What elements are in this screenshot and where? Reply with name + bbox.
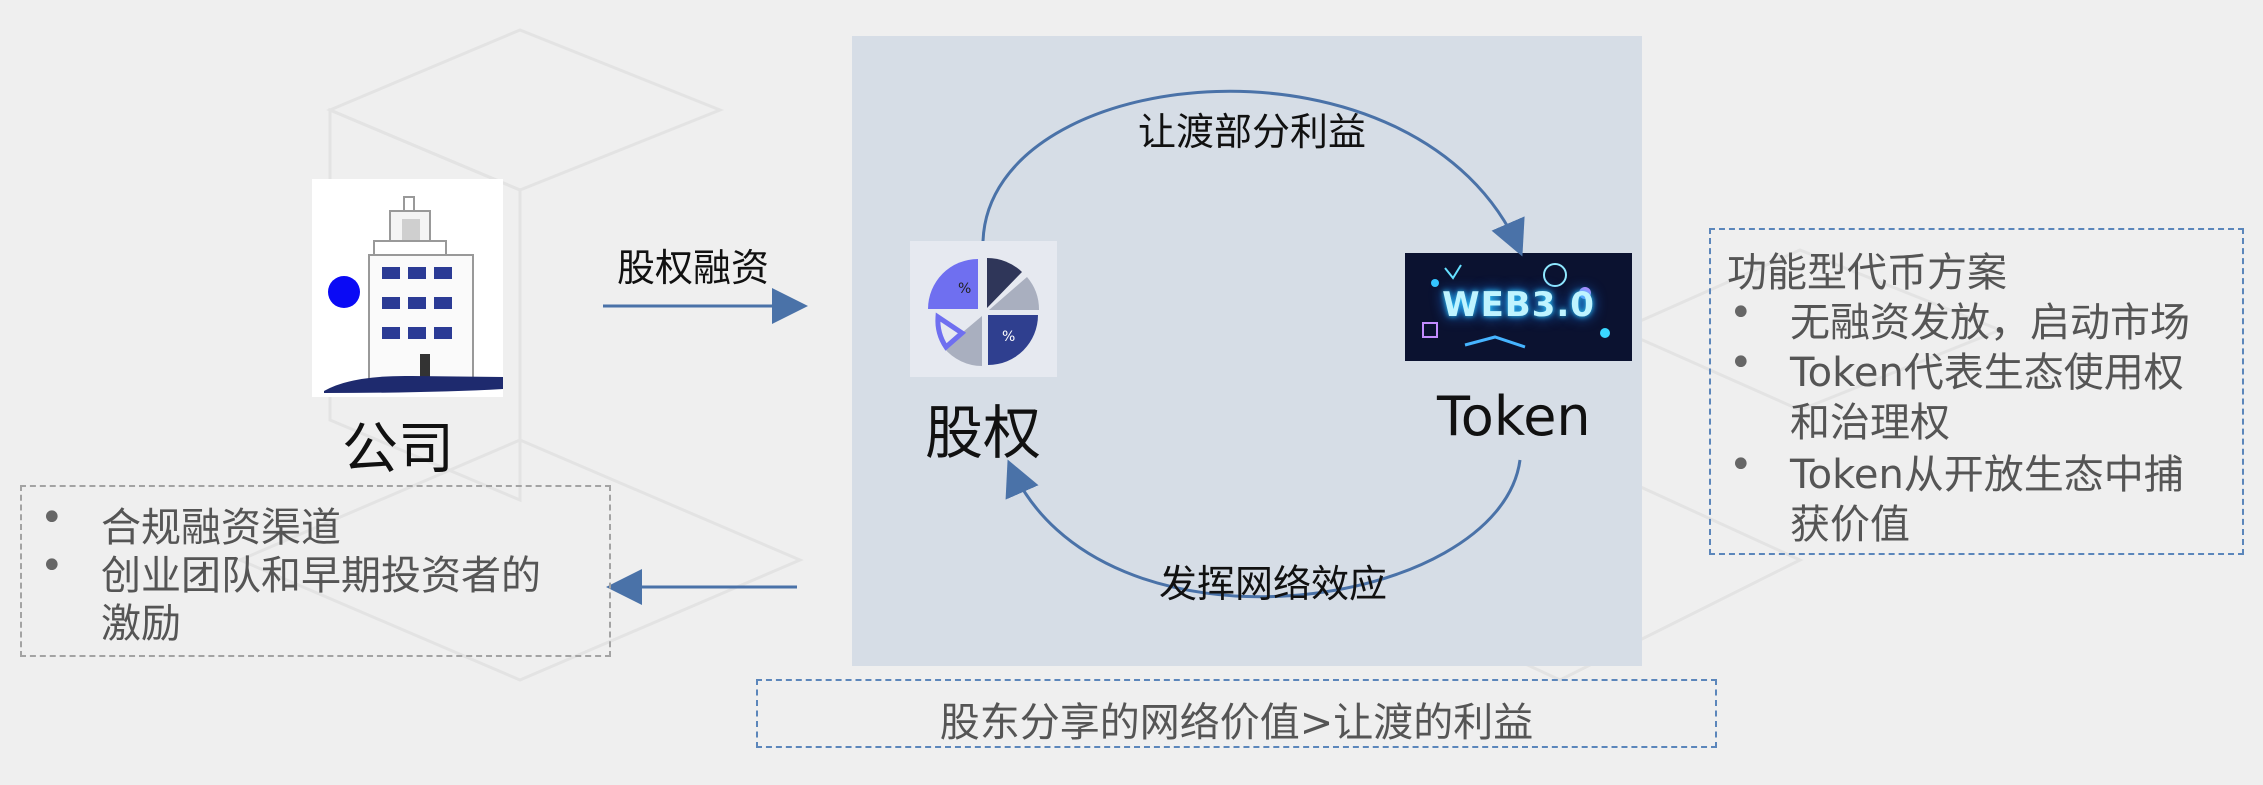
top-cycle-arrow	[981, 89, 1525, 257]
token-scheme-box: 功能型代币方案 • 无融资发放，启动市场 • Token代表生态使用权 和治理权…	[1709, 228, 2244, 555]
web3-decoration-icon	[1422, 263, 1610, 349]
equity-pie-image: % %	[910, 241, 1057, 377]
left-item-3: 激励	[101, 601, 181, 647]
conclusion-text: 股东分享的网络价值>让渡的利益	[939, 700, 1534, 746]
web3-image-text: WEB3.0	[1442, 285, 1595, 325]
right-item-2: Token代表生态使用权	[1790, 350, 2184, 396]
bullet-r3: •	[1729, 442, 1753, 488]
right-item-4: Token从开放生态中捕	[1790, 452, 2184, 498]
svg-text:%: %	[1002, 329, 1015, 345]
bullet-r1: •	[1729, 290, 1753, 336]
bottom-cycle-label: 发挥网络效应	[1159, 562, 1388, 606]
web3-token-image: WEB3.0	[1405, 253, 1632, 361]
company-building-image	[312, 179, 503, 397]
right-item-5: 获价值	[1790, 502, 1910, 548]
pie-chart-icon: % %	[928, 257, 1040, 366]
building-icon	[324, 196, 503, 393]
top-cycle-label: 让渡部分利益	[1138, 110, 1367, 154]
left-item-2: 创业团队和早期投资者的	[101, 553, 541, 599]
bullet-2: •	[40, 543, 64, 589]
left-item-1: 合规融资渠道	[101, 505, 341, 551]
right-item-3: 和治理权	[1790, 400, 1950, 446]
bullet-r2: •	[1729, 340, 1753, 386]
financing-label: 股权融资	[617, 246, 770, 290]
token-scheme-title: 功能型代币方案	[1727, 250, 2007, 296]
bullet-1: •	[40, 495, 64, 541]
svg-text:%: %	[958, 281, 971, 297]
equity-label: 股权	[925, 399, 1042, 467]
conclusion-box: 股东分享的网络价值>让渡的利益	[756, 679, 1717, 748]
token-label: Token	[1437, 385, 1591, 448]
left-benefits-box: • 合规融资渠道 • 创业团队和早期投资者的 激励	[20, 485, 611, 657]
bottom-cycle-arrow	[1005, 459, 1522, 599]
company-label: 公司	[342, 417, 454, 482]
right-item-1: 无融资发放，启动市场	[1790, 300, 2190, 346]
